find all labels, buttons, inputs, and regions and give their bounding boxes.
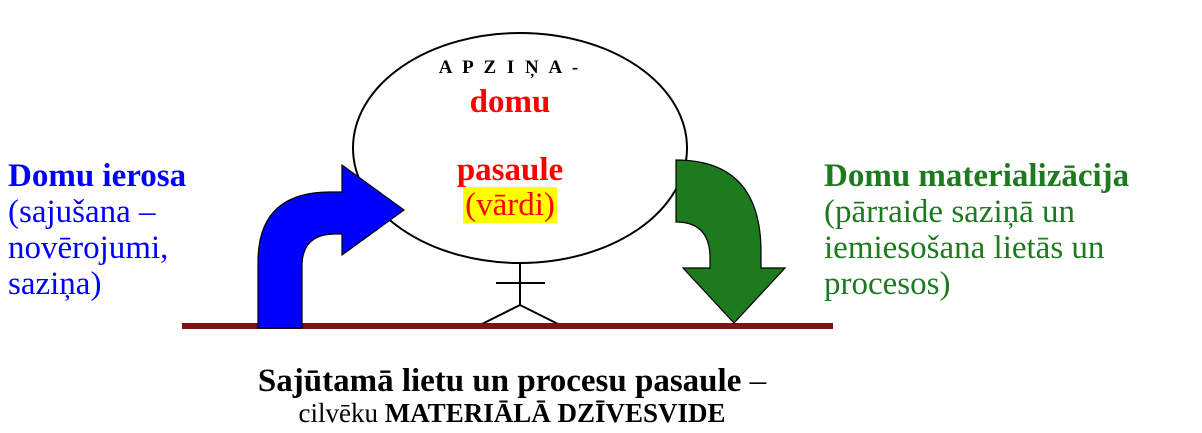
right-title: Domu materializācija bbox=[824, 158, 1130, 194]
bottom-caption-normal: cilvēku bbox=[298, 398, 385, 428]
words-highlight: (vārdi) bbox=[463, 187, 557, 223]
bottom-caption-emphasis: MATERIĀLĀ DZĪVESVIDE bbox=[384, 398, 726, 428]
left-line-3: saziņa) bbox=[8, 266, 102, 302]
bottom-caption-line2: cilvēku MATERIĀLĀ DZĪVESVIDE bbox=[0, 397, 1024, 429]
thought-materialization-arrow-icon bbox=[675, 159, 787, 324]
right-text-block: Domu materializācija (pārraide saziņā un… bbox=[824, 158, 1129, 302]
left-line-2: novērojumi, bbox=[8, 230, 169, 266]
right-line-1: (pārraide saziņā un bbox=[824, 194, 1076, 230]
ground-line bbox=[182, 323, 833, 329]
words-wrapper: (vārdi) bbox=[400, 187, 620, 223]
right-line-2: iemiesošana lietās un bbox=[824, 230, 1105, 266]
bottom-caption-line1: Sajūtamā lietu un procesu pasaule – bbox=[0, 363, 1024, 399]
left-line-1: (sajušana – bbox=[8, 194, 156, 230]
left-title: Domu ierosa bbox=[8, 158, 187, 194]
thought-world-line2: pasaule bbox=[456, 152, 564, 188]
left-text-block: Domu ierosa (sajušana – novērojumi, sazi… bbox=[8, 158, 186, 302]
consciousness-heading: A P Z I Ņ A - bbox=[438, 57, 582, 78]
thought-world-line1: domu bbox=[469, 84, 551, 120]
thought-initiation-arrow-icon bbox=[257, 163, 406, 329]
consciousness-circle bbox=[352, 32, 688, 264]
right-line-3: procesos) bbox=[824, 266, 951, 302]
stick-figure-icon bbox=[477, 262, 563, 327]
bottom-caption-dash: – bbox=[741, 363, 767, 399]
bottom-caption-bold: Sajūtamā lietu un procesu pasaule bbox=[257, 363, 742, 399]
